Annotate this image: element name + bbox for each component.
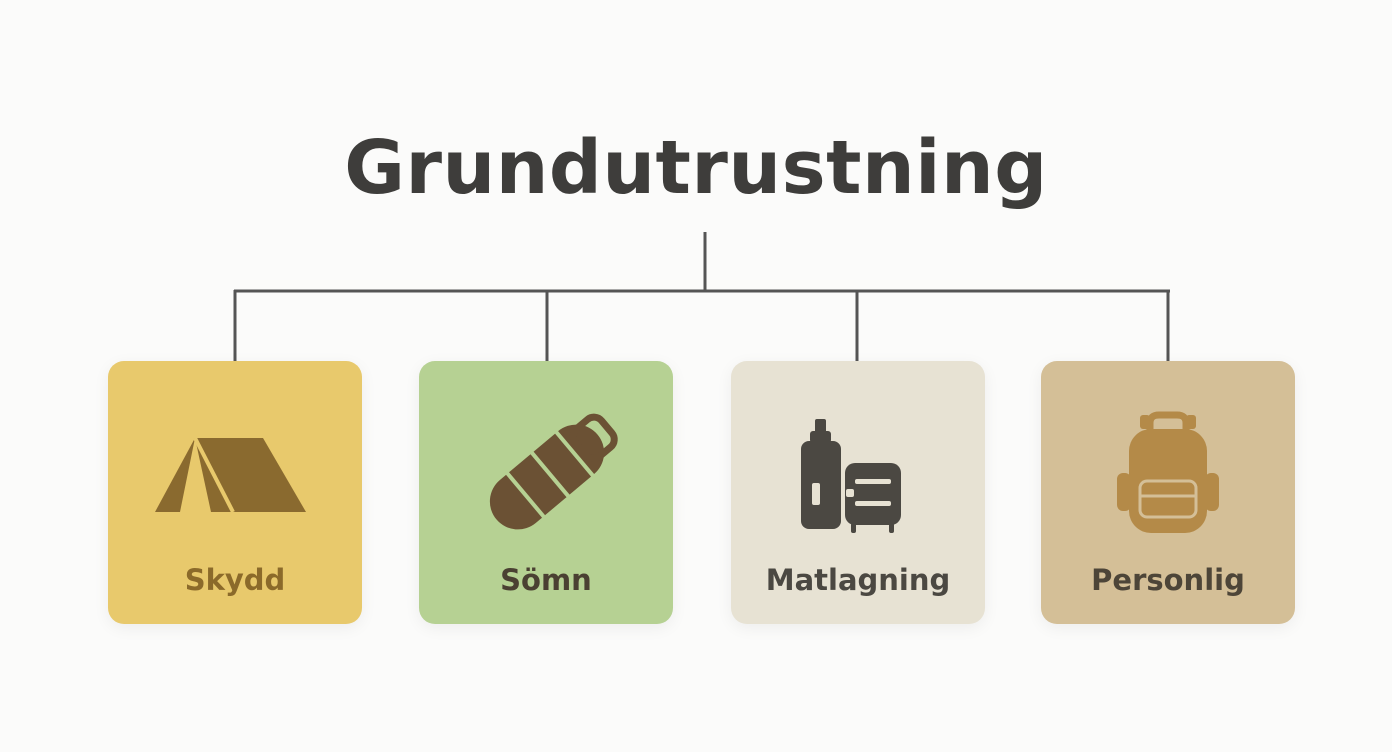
- sleeping-bag-icon: [419, 411, 673, 541]
- category-card-matlagning: Matlagning: [731, 361, 985, 624]
- category-label-personlig: Personlig: [1091, 563, 1245, 597]
- stove-bottle-icon: [731, 411, 985, 541]
- category-label-skydd: Skydd: [184, 563, 286, 597]
- category-card-skydd: Skydd: [108, 361, 362, 624]
- diagram-title: Grundutrustning: [344, 125, 1048, 211]
- category-label-matlagning: Matlagning: [765, 563, 951, 597]
- category-label-somn: Sömn: [500, 563, 592, 597]
- category-card-personlig: Personlig: [1041, 361, 1295, 624]
- backpack-icon: [1041, 411, 1295, 541]
- tent-icon: [108, 411, 362, 541]
- category-card-somn: Sömn: [419, 361, 673, 624]
